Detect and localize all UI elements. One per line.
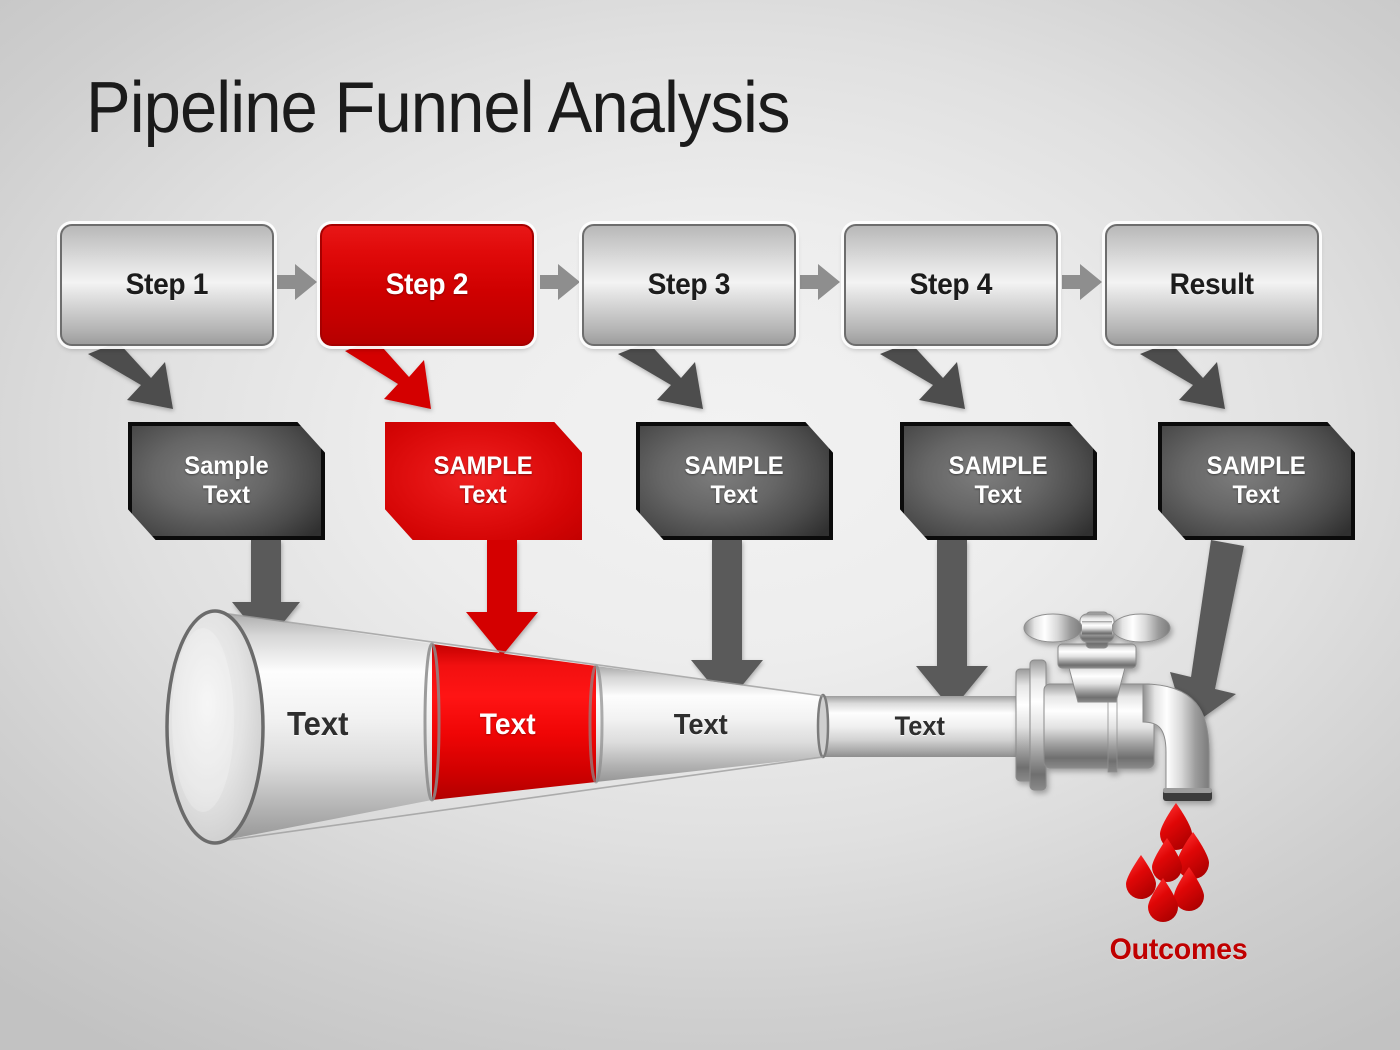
drip-icon — [1174, 867, 1204, 911]
step-box-4[interactable]: Step 4 — [844, 224, 1058, 346]
callout-box-2[interactable]: SAMPLE Text — [385, 422, 582, 540]
funnel-segment-2 — [432, 644, 596, 800]
arrow-right-icon — [1062, 264, 1102, 300]
callout-line-1: SAMPLE — [1207, 452, 1306, 481]
funnel-segment-3 — [596, 666, 823, 782]
drip-icon — [1126, 855, 1156, 899]
funnel-label-1: Text — [286, 705, 349, 742]
callout-fill — [900, 422, 1097, 540]
drip-icon — [1148, 878, 1178, 922]
callout-line-1: Sample — [184, 452, 269, 481]
funnel-seam — [816, 693, 830, 759]
arrow-down-icon — [691, 540, 763, 704]
arrow-down-right-icon — [1140, 342, 1225, 409]
funnel-outline — [214, 611, 824, 843]
callout-line-1: SAMPLE — [434, 452, 533, 481]
callout-fill — [1158, 422, 1355, 540]
funnel-opening-highlight — [172, 628, 234, 812]
callout-fill — [385, 422, 582, 540]
callout-box-3[interactable]: SAMPLE Text — [636, 422, 833, 540]
funnel-label-3: Text — [673, 709, 728, 741]
drip-icon — [1152, 838, 1182, 882]
step-label: Step 1 — [125, 268, 209, 301]
callout-label: SAMPLE Text — [434, 452, 533, 510]
callout-line-2: Text — [710, 481, 759, 509]
callout-label: Sample Text — [184, 452, 268, 510]
callout-line-2: Text — [974, 481, 1023, 509]
step-label: Step 3 — [647, 268, 731, 301]
step-label: Result — [1170, 268, 1254, 301]
step-box-2[interactable]: Step 2 — [320, 224, 534, 346]
callout-line-1: SAMPLE — [949, 452, 1048, 481]
callout-line-2: Text — [459, 481, 508, 509]
callout-label: SAMPLE Text — [949, 452, 1048, 510]
step-label: Step 4 — [909, 268, 993, 301]
funnel-segment-4 — [823, 696, 1022, 757]
arrow-down-right-icon — [88, 342, 173, 409]
callout-fill — [128, 422, 325, 540]
callout-label: SAMPLE Text — [1207, 452, 1306, 510]
funnel-opening — [165, 609, 265, 845]
callout-box-5[interactable]: SAMPLE Text — [1158, 422, 1355, 540]
arrow-right-icon — [277, 264, 317, 300]
callout-box-1[interactable]: Sample Text — [128, 422, 325, 540]
arrow-down-right-icon — [880, 342, 965, 409]
step-box-result[interactable]: Result — [1105, 224, 1319, 346]
arrow-down-right-icon — [345, 339, 431, 409]
outcomes-label: Outcomes — [1109, 933, 1248, 966]
drip-icon — [1160, 803, 1192, 850]
funnel-label-2: Text — [479, 708, 536, 741]
cross-handle-icon[interactable] — [1023, 613, 1171, 643]
faucet-tap — [1015, 611, 1212, 801]
callout-line-1: SAMPLE — [685, 452, 784, 481]
arrow-right-icon — [540, 264, 580, 300]
callout-line-2: Text — [1232, 481, 1281, 509]
callout-line-2: Text — [202, 481, 251, 509]
funnel-label-4: Text — [894, 711, 945, 741]
arrow-down-icon — [466, 540, 538, 656]
funnel-seam — [588, 664, 604, 784]
funnel-seam — [423, 642, 441, 802]
arrow-down-icon — [916, 540, 988, 710]
step-box-3[interactable]: Step 3 — [582, 224, 796, 346]
callout-box-4[interactable]: SAMPLE Text — [900, 422, 1097, 540]
arrow-right-icon — [800, 264, 840, 300]
callout-fill — [636, 422, 833, 540]
step-label: Step 2 — [385, 268, 469, 301]
arrow-down-right-icon — [618, 342, 703, 409]
page-title: Pipeline Funnel Analysis — [86, 68, 790, 148]
step-box-1[interactable]: Step 1 — [60, 224, 274, 346]
arrow-down-left-icon — [1170, 540, 1244, 729]
drip-icon — [1177, 832, 1209, 879]
funnel-segment-1 — [215, 612, 432, 842]
drip-group — [1126, 803, 1209, 922]
callout-label: SAMPLE Text — [685, 452, 784, 510]
